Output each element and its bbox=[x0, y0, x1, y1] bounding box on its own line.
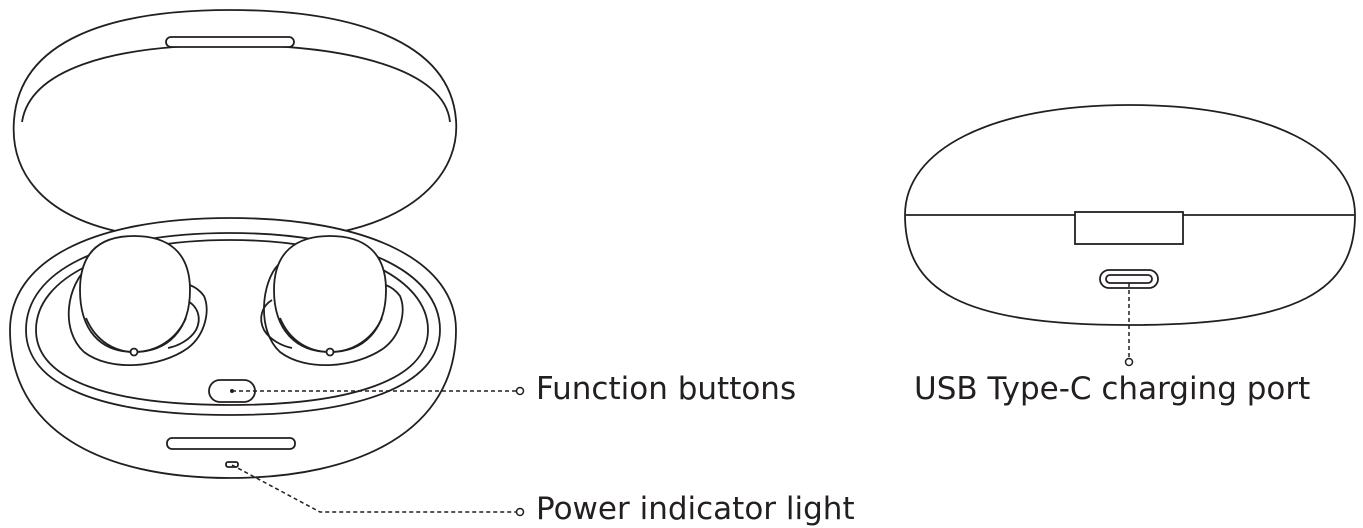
closed-case-illustration bbox=[904, 104, 1356, 326]
usb-type-c-port-label: USB Type-C charging port bbox=[914, 371, 1311, 407]
open-case-illustration bbox=[9, 9, 458, 479]
function-buttons-leader bbox=[232, 386, 525, 396]
case-lid bbox=[12, 9, 458, 241]
power-indicator-light bbox=[225, 461, 239, 468]
hinge-block bbox=[1074, 211, 1184, 245]
case-front-notch bbox=[166, 437, 296, 450]
usb-port-leader bbox=[1124, 283, 1134, 367]
usb-c-port bbox=[1099, 269, 1159, 289]
lid-notch bbox=[165, 36, 295, 48]
power-indicator-light-label: Power indicator light bbox=[536, 491, 855, 527]
function-buttons-label: Function buttons bbox=[536, 371, 797, 407]
case-body bbox=[9, 217, 457, 479]
left-earbud bbox=[67, 235, 208, 367]
power-indicator-leader bbox=[231, 464, 525, 517]
right-earbud bbox=[260, 235, 404, 367]
